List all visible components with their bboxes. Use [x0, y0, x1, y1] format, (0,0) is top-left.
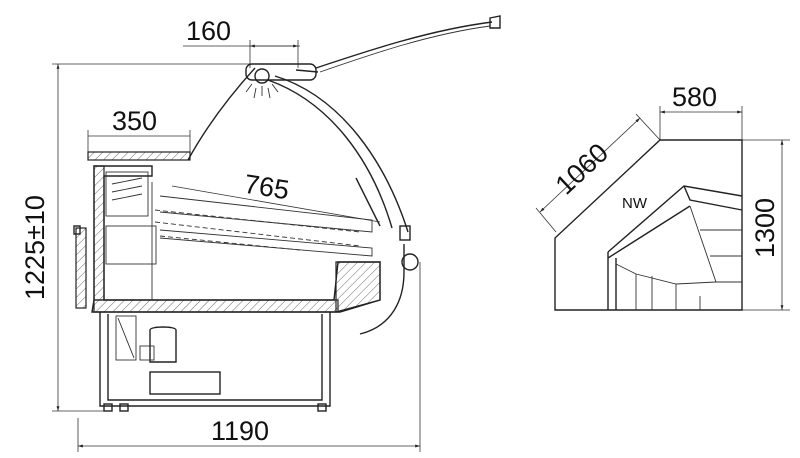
dim-label-350: 350 — [112, 106, 157, 136]
knob-icon — [401, 253, 419, 271]
evaporator-block — [105, 171, 149, 217]
lid-hinge-icon — [489, 15, 501, 29]
corner-view: 580 1060 1300 — [535, 82, 790, 311]
countertop-shelf — [87, 151, 191, 161]
dim-label-160: 160 — [186, 16, 231, 46]
corner-nw-label: NW — [622, 195, 648, 212]
dim-label-1190: 1190 — [211, 416, 269, 446]
dim-label-580: 580 — [672, 82, 717, 112]
dim-corner-diagonal: 1060 — [535, 113, 661, 233]
dim-corner-top: 580 — [659, 82, 743, 140]
lamp-housing — [245, 63, 317, 81]
side-view: 160 350 765 1225±10 1190 — [20, 15, 501, 452]
dim-top-width: 160 — [183, 16, 300, 68]
fan-block — [105, 225, 157, 265]
compressor — [149, 326, 177, 363]
corner-plan: NW — [554, 139, 743, 311]
dim-label-height: 1225±10 — [20, 195, 50, 300]
dim-shelf-width: 350 — [87, 106, 191, 160]
base-frame — [99, 312, 331, 412]
cabinet-body — [73, 165, 381, 313]
dim-label-1060: 1060 — [550, 137, 614, 200]
dim-height: 1225±10 — [20, 63, 250, 412]
dim-depth: 765 — [171, 169, 381, 223]
side-panel — [75, 227, 87, 309]
dim-label-1300: 1300 — [750, 198, 780, 258]
lamp-icon — [254, 68, 270, 84]
curved-glass — [187, 15, 501, 335]
dim-label-765: 765 — [242, 169, 291, 206]
condenser-unit — [149, 371, 221, 395]
dim-corner-side: 1300 — [742, 139, 790, 311]
dim-total-width: 1190 — [77, 262, 421, 452]
